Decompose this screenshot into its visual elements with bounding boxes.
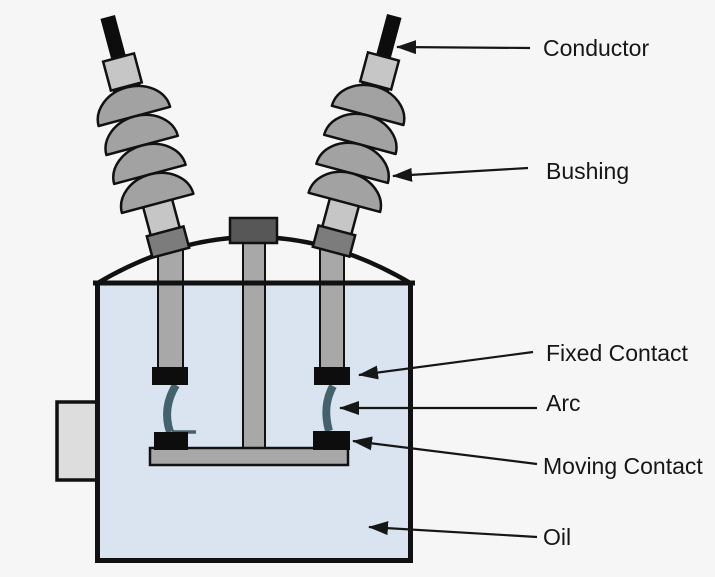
tank-walls xyxy=(95,283,413,563)
crosshead-bar xyxy=(148,446,350,467)
conductor-arrow xyxy=(396,40,531,55)
moving-contact-arrow xyxy=(352,436,538,466)
conductor-label: Conductor xyxy=(543,35,649,61)
oil-arrow xyxy=(368,521,538,539)
right-fixed-contact xyxy=(314,367,350,385)
left-bushing-rod xyxy=(157,245,184,371)
moving-contact-label: Moving Contact xyxy=(543,453,703,479)
side-mount-box xyxy=(55,400,99,482)
left-arc xyxy=(163,382,180,434)
right-bushing-rod xyxy=(319,245,345,371)
top-cap xyxy=(228,216,279,245)
fixed-contact-label: Fixed Contact xyxy=(546,340,689,366)
left-fixed-contact xyxy=(152,367,188,385)
arc-label: Arc xyxy=(546,390,581,416)
oil-label: Oil xyxy=(543,524,571,550)
fixed-contact-arrow xyxy=(358,350,534,380)
left-moving-contact xyxy=(154,432,188,450)
bushing-label: Bushing xyxy=(546,158,629,184)
right-moving-contact xyxy=(313,431,350,450)
center-operating-rod xyxy=(242,237,266,453)
right-arc xyxy=(322,384,337,433)
bushing-arrow xyxy=(392,166,529,182)
